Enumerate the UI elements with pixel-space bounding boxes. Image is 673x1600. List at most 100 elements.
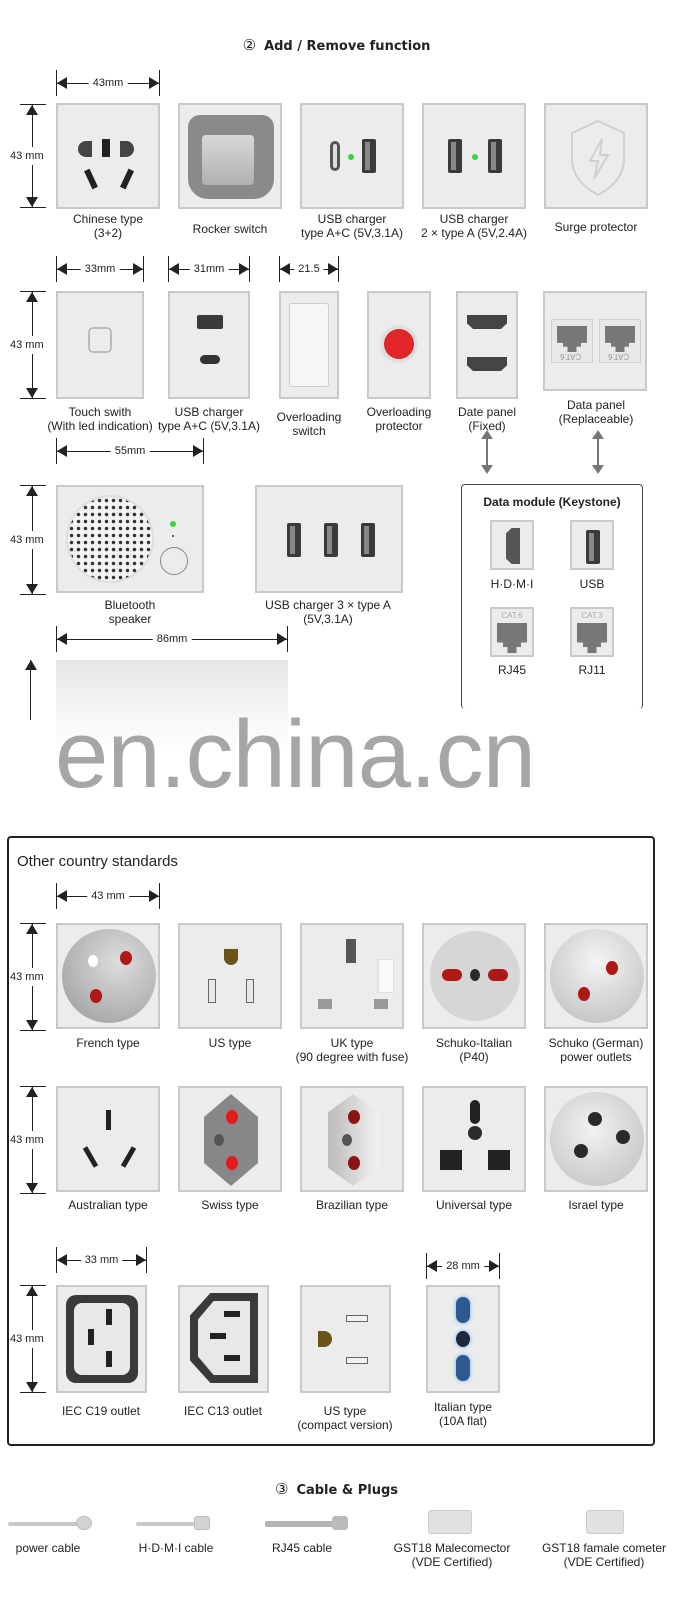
caption: GST18 famale cometer(VDE Certified) xyxy=(541,1541,667,1569)
ground-pin-icon xyxy=(224,949,238,965)
socket-hole-icon xyxy=(616,1130,630,1144)
width-dimension: 43 mm xyxy=(56,883,160,909)
slot-icon xyxy=(82,1146,99,1168)
socket-face-icon xyxy=(74,1303,130,1375)
french-socket-tile xyxy=(56,923,160,1029)
socket-hole-icon xyxy=(468,1126,482,1140)
cat-label: CAT.6 xyxy=(501,611,523,620)
cat-label: CAT.3 xyxy=(581,611,603,620)
earth-pin-icon xyxy=(88,955,98,967)
earth-slot-icon xyxy=(346,939,356,963)
speaker-button-icon[interactable] xyxy=(160,547,188,575)
rocker-switch-tile xyxy=(178,103,282,209)
dim-label: 43 mm xyxy=(10,968,44,986)
width-dimension: 43mm xyxy=(56,70,160,96)
touch-button-icon xyxy=(88,327,112,353)
hdmi-port-icon xyxy=(467,357,507,371)
caption: Surge protector xyxy=(554,220,638,234)
slot-icon xyxy=(106,1309,112,1325)
socket-hole-icon xyxy=(574,1144,588,1158)
height-dimension: 43 mm xyxy=(10,291,46,399)
socket-hole-icon xyxy=(348,1110,360,1124)
caption: power cable xyxy=(15,1541,81,1555)
caption: USB xyxy=(579,577,605,591)
caption: USB charger 3 × type A(5V,3.1A) xyxy=(265,598,391,626)
caption: Rocker switch xyxy=(192,222,268,236)
pin-icon xyxy=(84,168,98,190)
overloading-switch-tile xyxy=(279,291,339,399)
brazilian-socket-tile xyxy=(300,1086,404,1192)
universal-socket-tile xyxy=(422,1086,526,1192)
height-dimension: 43 mm xyxy=(10,104,46,208)
height-dimension: 43 mm xyxy=(10,1086,46,1194)
rj45-port-icon xyxy=(497,623,527,653)
slot-icon xyxy=(346,1357,368,1364)
height-dimension-line xyxy=(30,660,31,720)
usb-c-port-icon xyxy=(200,355,220,364)
link-arrow-icon xyxy=(481,430,493,474)
caption: Brazilian type xyxy=(315,1198,389,1212)
uk-socket-tile xyxy=(300,923,404,1029)
width-dimension: 86mm xyxy=(56,626,288,652)
width-dimension: 33mm xyxy=(56,256,144,282)
height-dimension: 43 mm xyxy=(10,923,46,1031)
usb-a-port-icon xyxy=(448,139,462,173)
width-dimension: 28 mm xyxy=(426,1253,500,1279)
caption: RJ45 xyxy=(497,663,527,677)
other-standards-title: Other country standards xyxy=(17,853,178,870)
section-title-text: Cable & Plugs xyxy=(296,1483,398,1498)
surge-protector-tile xyxy=(544,103,648,209)
bluetooth-speaker-tile xyxy=(56,485,204,593)
caption: US type(compact version) xyxy=(297,1404,393,1432)
slot-icon xyxy=(224,1355,240,1361)
other-standards-box xyxy=(7,836,655,1446)
rj45-module: CAT.6 xyxy=(551,319,593,363)
socket-hole-icon xyxy=(348,1156,360,1170)
socket-hole-icon xyxy=(120,951,132,965)
socket-hole-icon xyxy=(442,969,462,981)
caption: Schuko (German)power outlets xyxy=(548,1036,644,1064)
keystone-rj11-tile: CAT.3 xyxy=(570,607,614,657)
socket-hole-icon xyxy=(588,1112,602,1126)
hdmi-port-icon xyxy=(506,528,520,564)
rj45-module: CAT.6 xyxy=(599,319,641,363)
keystone-hdmi-tile xyxy=(490,520,534,570)
height-dimension: 43 mm xyxy=(10,485,46,595)
plug-icon xyxy=(76,1516,92,1530)
us-socket-tile xyxy=(178,923,282,1029)
section-title-text: Add / Remove function xyxy=(264,39,431,54)
width-dimension: 55mm xyxy=(56,438,204,464)
slot-icon xyxy=(120,1146,137,1168)
usb-a-port-icon xyxy=(361,523,375,557)
dim-label: 33mm xyxy=(80,262,120,276)
plug-icon xyxy=(194,1516,210,1530)
keystone-usb-tile xyxy=(570,520,614,570)
hdmi-cable-icon xyxy=(136,1522,196,1526)
power-cable-icon xyxy=(8,1522,78,1526)
slot-icon xyxy=(440,1150,462,1170)
usb-a-port-icon xyxy=(586,530,600,564)
slot-icon xyxy=(470,1100,480,1124)
dim-label: 43 mm xyxy=(87,889,129,903)
cat-label: CAT.6 xyxy=(608,352,630,361)
socket-face-icon xyxy=(550,1092,644,1186)
socket-hole-icon xyxy=(578,987,590,1001)
usb-a-port-icon xyxy=(197,315,223,329)
gst18-male-connector-icon xyxy=(428,1510,472,1534)
led-icon xyxy=(472,154,478,160)
rocker-icon xyxy=(202,135,254,185)
caption: Chinese type(3+2) xyxy=(72,212,144,240)
usb-c-port-icon xyxy=(330,141,340,171)
keystone-rj45-tile: CAT.6 xyxy=(490,607,534,657)
slot-icon xyxy=(374,999,388,1009)
australian-socket-tile xyxy=(56,1086,160,1192)
usb-a-port-icon xyxy=(362,139,376,173)
dim-label: 33 mm xyxy=(80,1253,123,1267)
dim-label: 31mm xyxy=(189,262,229,276)
data-module-title: Data module (Keystone) xyxy=(483,495,621,509)
socket-face-icon xyxy=(204,1094,258,1186)
